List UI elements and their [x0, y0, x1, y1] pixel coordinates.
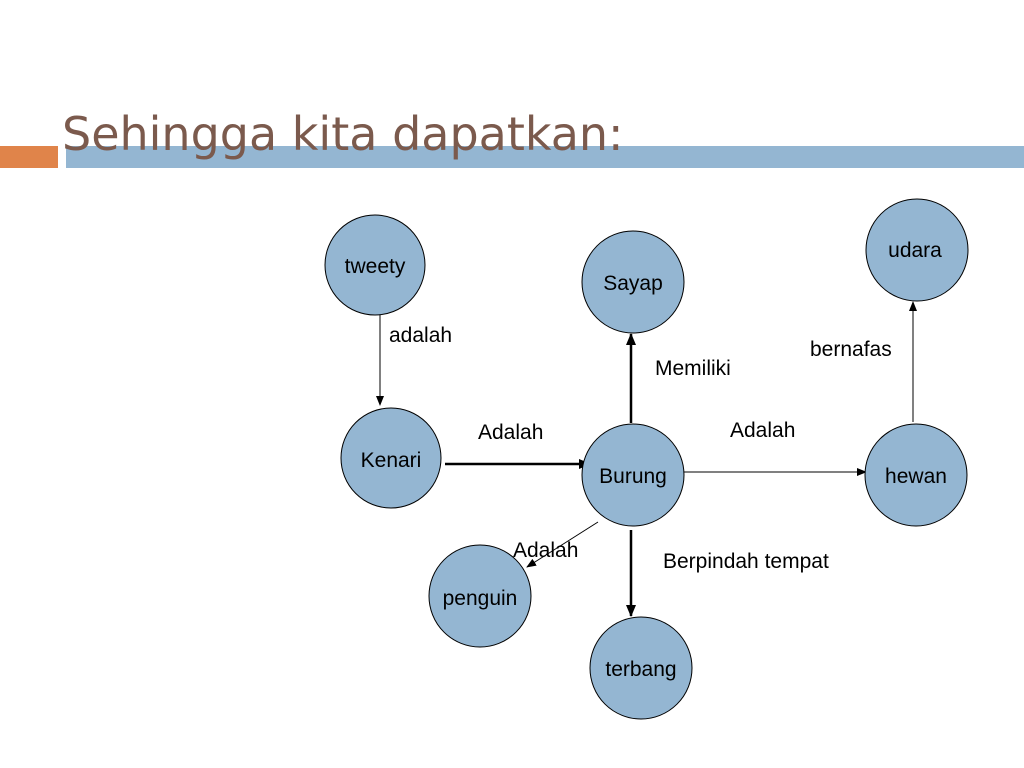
- slide-title: Sehingga kita dapatkan:: [62, 107, 624, 161]
- node-label-tweety: tweety: [345, 255, 406, 278]
- node-label-penguin: penguin: [443, 587, 518, 610]
- node-label-udara: udara: [888, 239, 942, 262]
- node-sayap: Sayap: [581, 230, 685, 334]
- node-kenari: Kenari: [340, 407, 442, 509]
- node-label-terbang: terbang: [605, 658, 676, 681]
- node-hewan: hewan: [864, 423, 968, 527]
- edge-label-burung-hewan: Adalah: [730, 419, 795, 442]
- node-terbang: terbang: [589, 616, 693, 720]
- edge-label-hewan-udara: bernafas: [810, 338, 892, 361]
- node-label-hewan: hewan: [885, 465, 947, 488]
- title-accent-bar-orange: [0, 146, 58, 168]
- node-udara: udara: [865, 198, 969, 302]
- node-label-sayap: Sayap: [603, 272, 663, 295]
- node-penguin: penguin: [428, 544, 532, 648]
- edge-label-kenari-burung: Adalah: [478, 421, 543, 444]
- title-accent-bar-blue: [66, 146, 1024, 168]
- node-label-burung: Burung: [599, 465, 667, 488]
- edges: [376, 301, 917, 617]
- edge-label-tweety-kenari: adalah: [389, 324, 452, 347]
- edge-labels: adalah Adalah Memiliki Adalah bernafas A…: [389, 324, 892, 573]
- node-label-kenari: Kenari: [361, 449, 422, 472]
- edge-label-burung-penguin: Adalah: [513, 539, 578, 562]
- node-tweety: tweety: [324, 214, 426, 316]
- node-burung: Burung: [581, 423, 685, 527]
- edge-burung-penguin: [526, 521, 599, 568]
- edge-label-burung-sayap: Memiliki: [655, 357, 731, 380]
- edge-label-burung-terbang: Berpindah tempat: [663, 550, 829, 573]
